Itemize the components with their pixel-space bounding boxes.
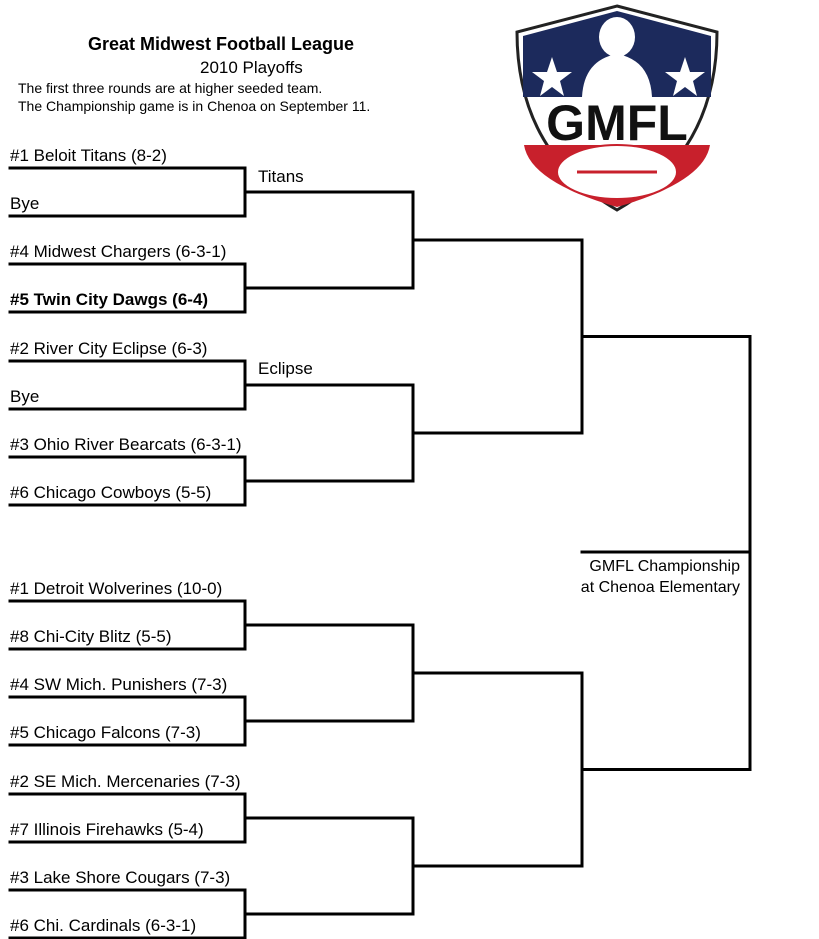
team-entry: Bye (10, 387, 40, 406)
team-entry: #7 Illinois Firehawks (5-4) (10, 820, 204, 839)
note-championship: The Championship game is in Chenoa on Se… (18, 98, 371, 114)
team-entry: #3 Lake Shore Cougars (7-3) (10, 868, 231, 887)
team-entry: #4 SW Mich. Punishers (7-3) (10, 675, 228, 694)
team-entry: #3 Ohio River Bearcats (6-3-1) (10, 435, 242, 454)
team-entry: #1 Detroit Wolverines (10-0) (10, 579, 223, 598)
team-entry: #2 SE Mich. Mercenaries (7-3) (10, 772, 241, 791)
page-subtitle: 2010 Playoffs (200, 58, 303, 77)
advancer-eclipse: Eclipse (258, 359, 313, 378)
advancer-titans: Titans (258, 167, 304, 186)
team-entry: #5 Twin City Dawgs (6-4) (10, 290, 209, 309)
note-rounds: The first three rounds are at higher see… (18, 80, 323, 96)
svg-text:GMFL: GMFL (546, 95, 688, 151)
team-entry: #8 Chi-City Blitz (5-5) (10, 627, 172, 646)
team-entry: #1 Beloit Titans (8-2) (10, 146, 167, 165)
team-entry: #6 Chi. Cardinals (6-3-1) (10, 916, 197, 935)
championship-venue: at Chenoa Elementary (580, 579, 740, 596)
team-entry: #5 Chicago Falcons (7-3) (10, 723, 201, 742)
team-entry: #6 Chicago Cowboys (5-5) (10, 483, 212, 502)
team-entry: #4 Midwest Chargers (6-3-1) (10, 242, 227, 261)
team-entry: Bye (10, 194, 40, 213)
page-title: Great Midwest Football League (88, 34, 355, 54)
championship-title: GMFL Championship (589, 558, 740, 575)
gmfl-logo: GMFL (512, 2, 722, 214)
team-entry: #2 River City Eclipse (6-3) (10, 339, 208, 358)
